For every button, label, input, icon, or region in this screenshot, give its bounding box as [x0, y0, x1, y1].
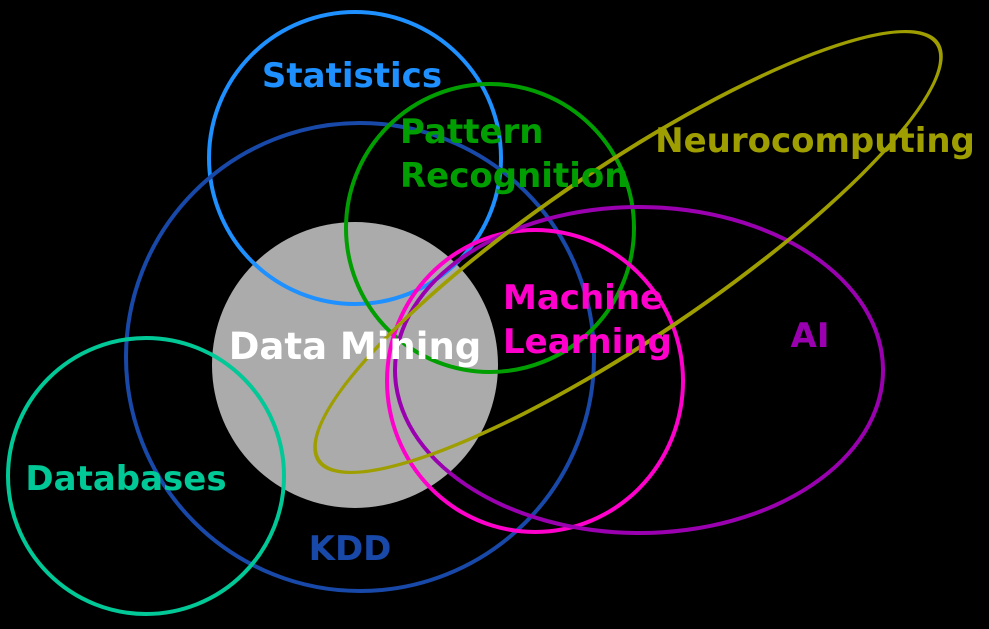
neurocomputing-label: Neurocomputing: [655, 121, 975, 161]
statistics-label: Statistics: [261, 56, 443, 96]
machine-learning-label: Machine Learning: [503, 278, 672, 362]
databases-circle: [6, 336, 286, 616]
ai-label: AI: [790, 316, 830, 356]
data-mining-label: Data Mining: [228, 325, 482, 368]
kdd-label: KDD: [308, 529, 392, 569]
ai-ellipse: [393, 205, 885, 535]
pattern-recognition-label: Pattern Recognition: [400, 112, 629, 196]
databases-label: Databases: [25, 459, 227, 499]
